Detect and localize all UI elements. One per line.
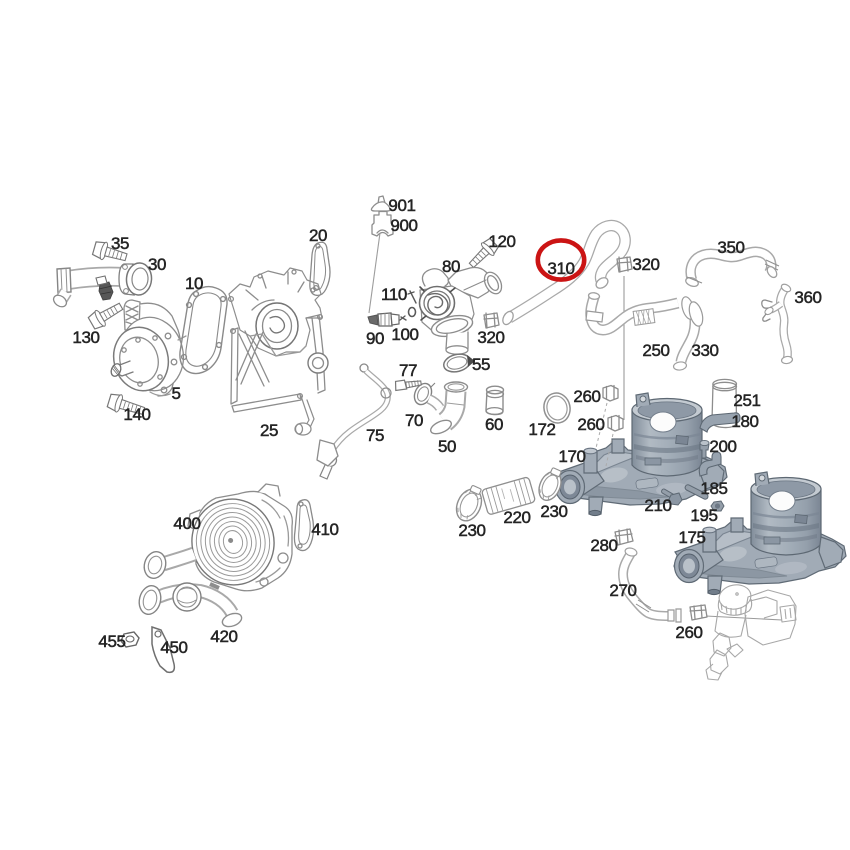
- svg-text:20: 20: [309, 226, 327, 245]
- svg-text:5: 5: [171, 384, 180, 403]
- svg-text:901: 901: [388, 196, 415, 215]
- svg-text:900: 900: [390, 216, 417, 235]
- svg-text:455: 455: [98, 632, 125, 651]
- svg-text:120: 120: [488, 232, 515, 251]
- svg-text:195: 195: [690, 506, 717, 525]
- svg-text:180: 180: [731, 412, 758, 431]
- svg-text:75: 75: [366, 426, 384, 445]
- svg-text:320: 320: [477, 328, 504, 347]
- svg-text:185: 185: [700, 479, 727, 498]
- svg-text:200: 200: [709, 437, 736, 456]
- svg-text:172: 172: [528, 420, 555, 439]
- svg-text:320: 320: [632, 255, 659, 274]
- svg-text:350: 350: [717, 238, 744, 257]
- svg-text:260: 260: [675, 623, 702, 642]
- svg-text:140: 140: [123, 405, 150, 424]
- svg-text:230: 230: [540, 502, 567, 521]
- svg-text:100: 100: [391, 325, 418, 344]
- svg-text:60: 60: [485, 415, 503, 434]
- svg-text:280: 280: [590, 536, 617, 555]
- svg-text:310: 310: [547, 259, 574, 278]
- svg-text:450: 450: [160, 638, 187, 657]
- svg-text:270: 270: [609, 581, 636, 600]
- svg-text:330: 330: [691, 341, 718, 360]
- svg-text:230: 230: [458, 521, 485, 540]
- svg-text:25: 25: [260, 421, 278, 440]
- svg-text:130: 130: [72, 328, 99, 347]
- svg-text:70: 70: [405, 411, 423, 430]
- svg-text:50: 50: [438, 437, 456, 456]
- svg-text:360: 360: [794, 288, 821, 307]
- svg-text:30: 30: [148, 255, 166, 274]
- svg-text:260: 260: [577, 415, 604, 434]
- svg-text:170: 170: [558, 447, 585, 466]
- svg-text:410: 410: [311, 520, 338, 539]
- svg-text:110: 110: [381, 285, 407, 304]
- svg-text:55: 55: [472, 355, 490, 374]
- svg-text:400: 400: [173, 514, 200, 533]
- svg-text:251: 251: [733, 391, 760, 410]
- svg-text:80: 80: [442, 257, 460, 276]
- svg-text:260: 260: [573, 387, 600, 406]
- svg-text:10: 10: [185, 274, 203, 293]
- svg-text:220: 220: [503, 508, 530, 527]
- svg-text:90: 90: [366, 329, 384, 348]
- svg-text:77: 77: [399, 361, 417, 380]
- svg-text:420: 420: [210, 627, 237, 646]
- svg-text:210: 210: [644, 496, 671, 515]
- svg-text:250: 250: [642, 341, 669, 360]
- svg-text:35: 35: [111, 234, 129, 253]
- svg-text:175: 175: [678, 528, 705, 547]
